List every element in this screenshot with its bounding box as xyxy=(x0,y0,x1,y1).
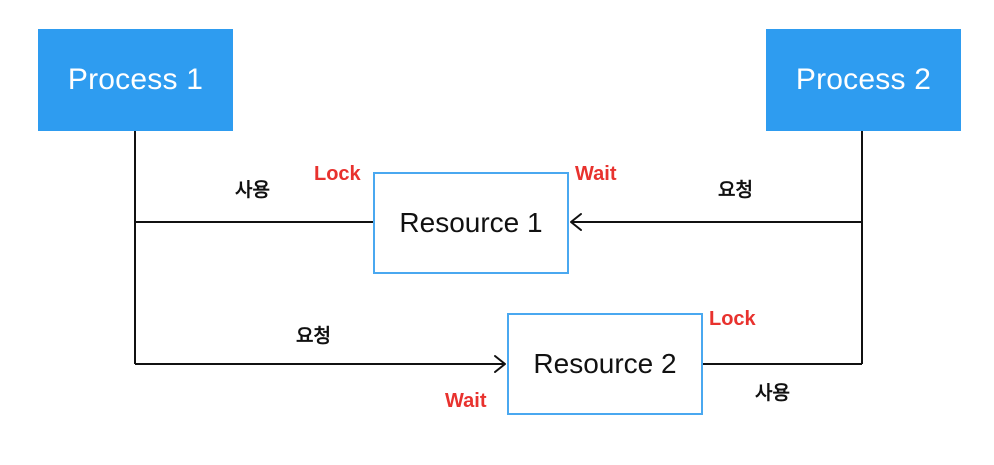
resource-2-label: Resource 2 xyxy=(533,348,677,379)
resource-2-wait-label: Wait xyxy=(445,390,487,412)
process-2-request-label: 요청 xyxy=(718,179,753,201)
process-2-use-label: 사용 xyxy=(755,382,790,404)
resource-1-wait-label: Wait xyxy=(575,163,617,185)
process-1-use-label: 사용 xyxy=(235,179,270,201)
process-1-label: Process 1 xyxy=(67,63,204,96)
process-1-request-label: 요청 xyxy=(296,325,331,347)
resource-2-lock-label: Lock xyxy=(709,308,756,330)
resource-1-label: Resource 1 xyxy=(399,207,543,238)
process-1-box: Process 1 xyxy=(38,29,233,131)
resource-1-box: Resource 1 xyxy=(373,172,569,274)
process-2-label: Process 2 xyxy=(795,63,932,96)
p2-to-r1-arrow-icon xyxy=(570,213,582,231)
process-2-box: Process 2 xyxy=(766,29,961,131)
resource-2-box: Resource 2 xyxy=(507,313,703,415)
resource-1-lock-label: Lock xyxy=(314,163,361,185)
p1-to-r2-arrow-icon xyxy=(494,355,506,373)
